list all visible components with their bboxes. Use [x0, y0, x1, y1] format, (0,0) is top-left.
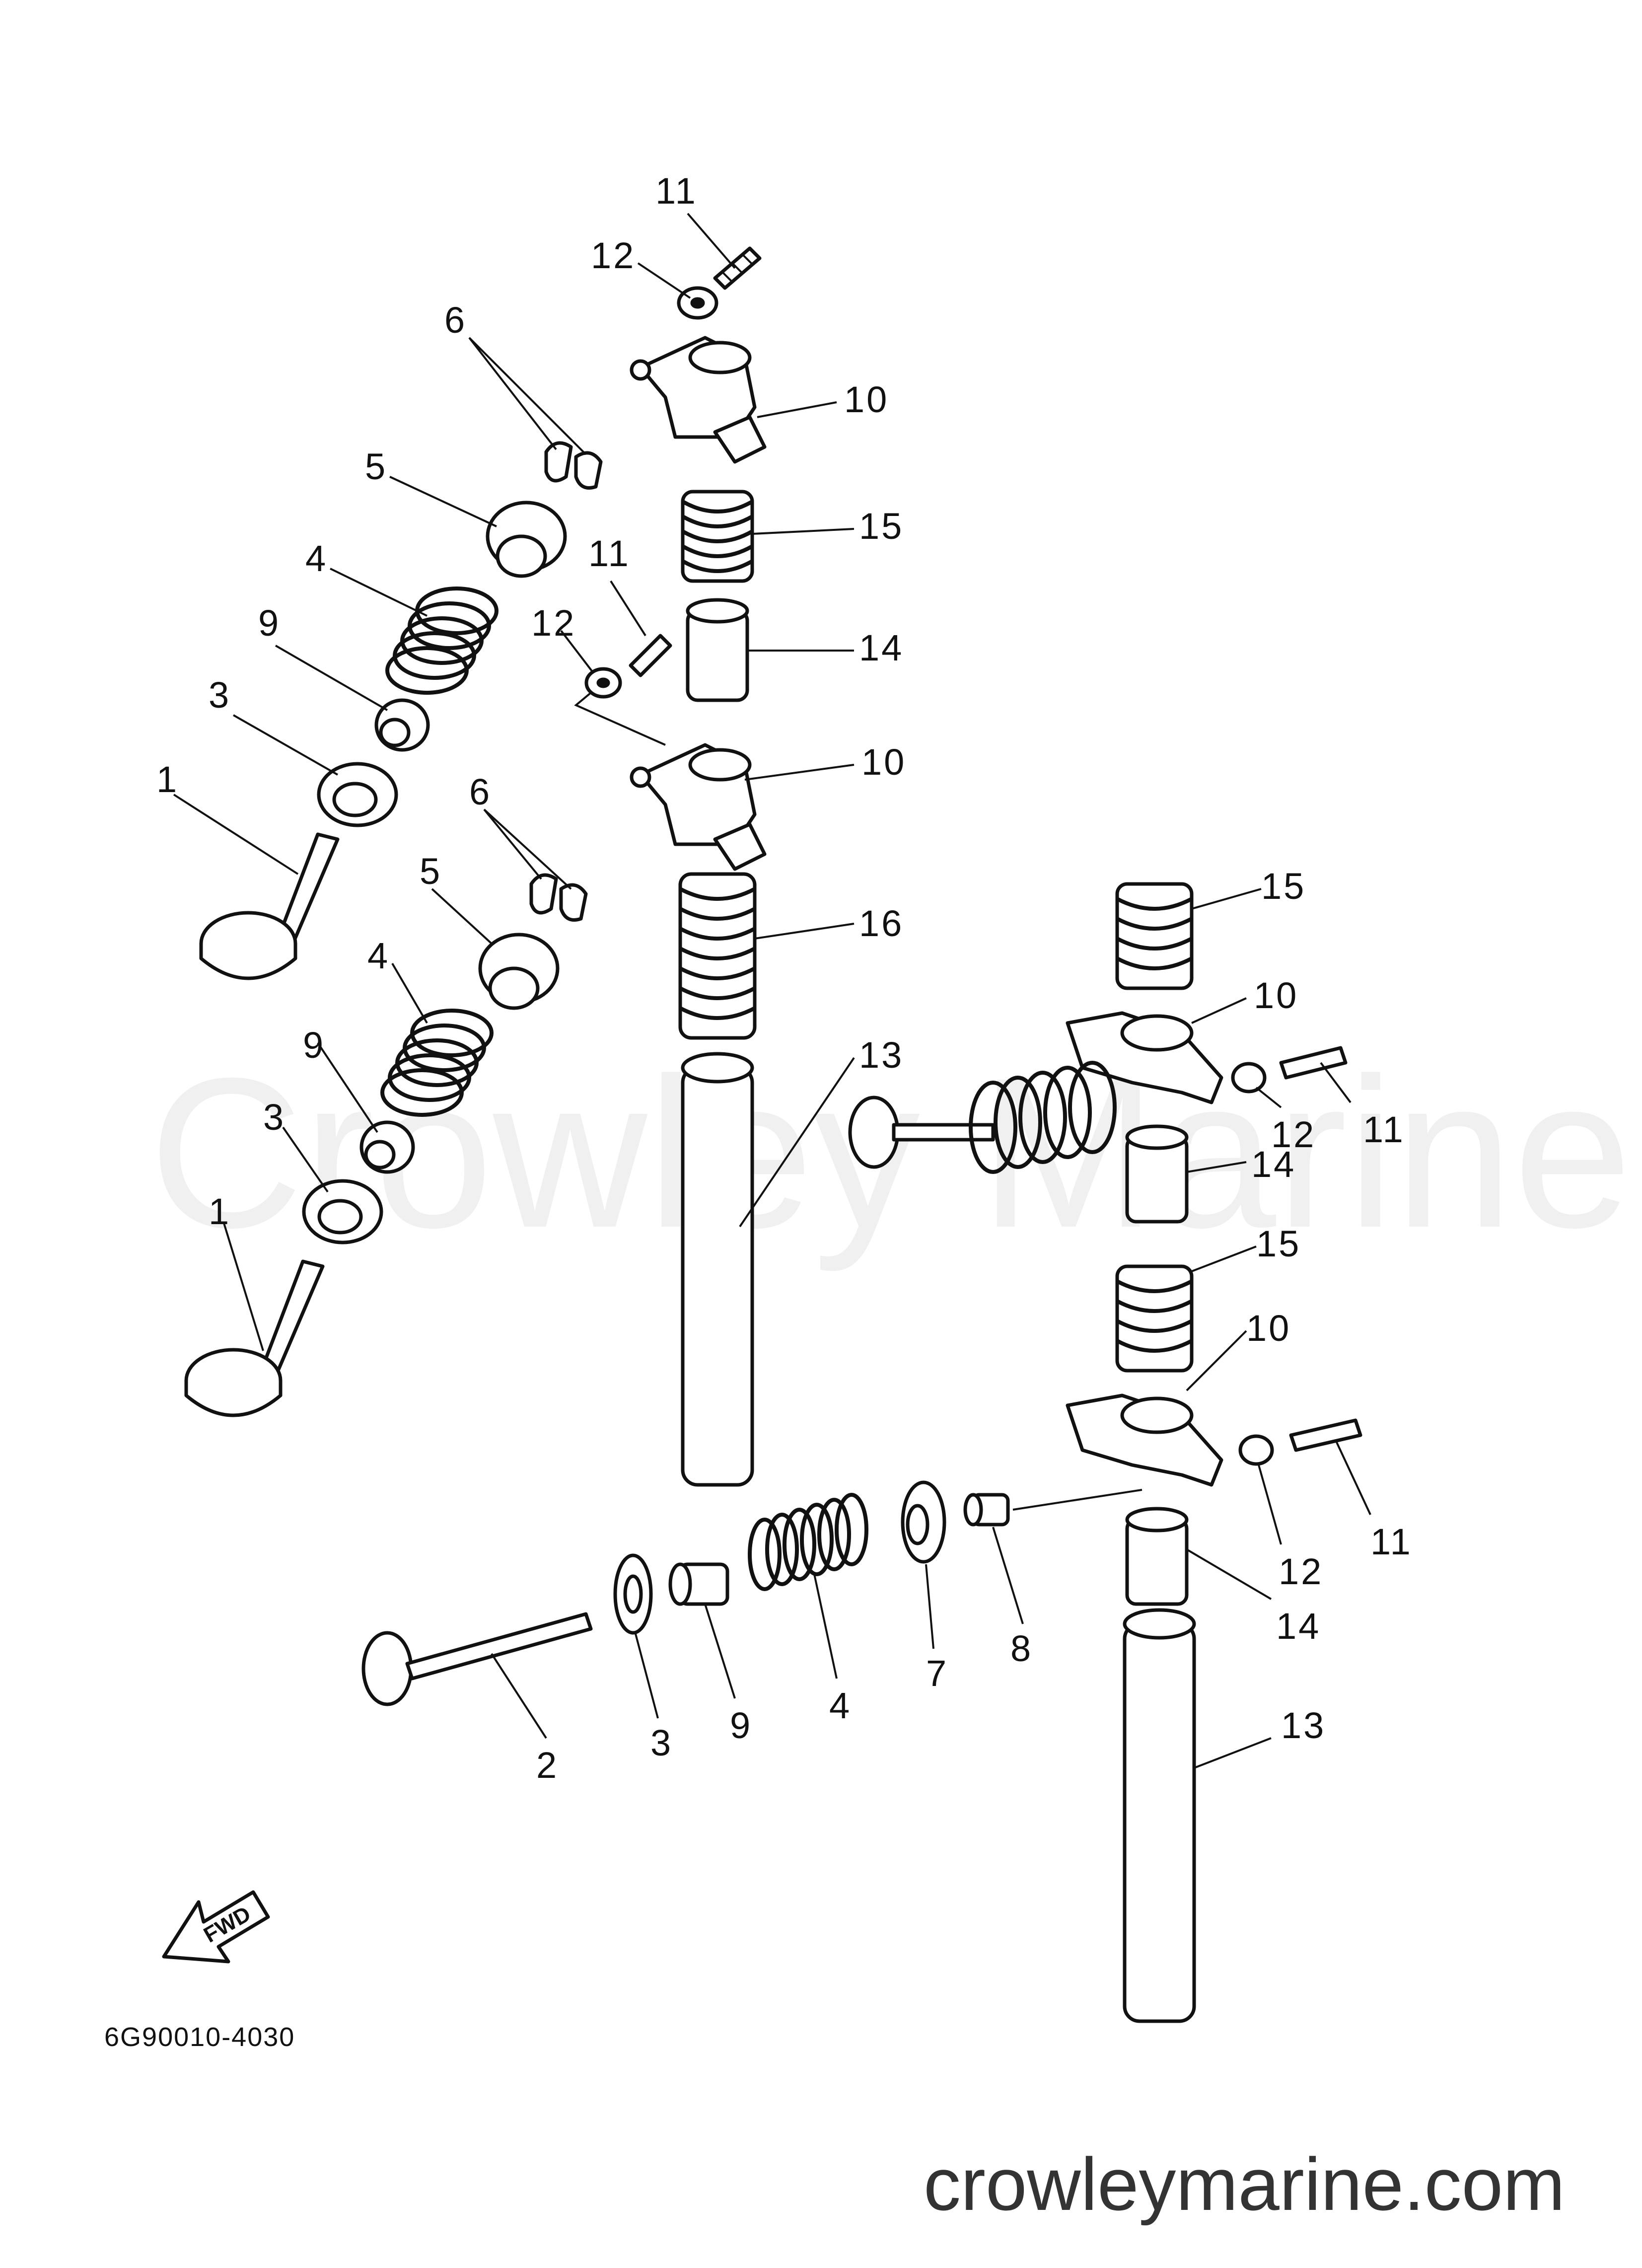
callout-3-lower: 3 [263, 1097, 286, 1138]
callout-12-right-upper: 12 [1271, 1114, 1316, 1155]
part-9-seal-lower [359, 1120, 415, 1174]
callout-6-upper: 6 [444, 299, 467, 341]
part-4-spring-lower [380, 1009, 494, 1117]
part-6-keepers-lower [529, 873, 588, 922]
part-code-label: 6G90010-4030 [104, 2022, 295, 2052]
part-13-pushrod-left [681, 1052, 754, 1487]
callout-10-top: 10 [844, 379, 889, 420]
callout-14-right-upper: 14 [1251, 1144, 1296, 1185]
callout-1-upper: 1 [156, 759, 179, 800]
part-10-rocker-arm-mid [630, 743, 767, 871]
callout-15-right-lower: 15 [1256, 1223, 1301, 1264]
part-14-sleeve-right-upper [1125, 1124, 1189, 1224]
leader-lines [173, 213, 1371, 1769]
callout-12-top: 12 [591, 235, 636, 276]
leader-rocker-link [574, 692, 666, 746]
callout-4-lower: 4 [367, 935, 390, 976]
part-3-washer-upper [317, 762, 398, 827]
part-10-rocker-arm-right-upper [1066, 1011, 1223, 1104]
callout-5-upper: 5 [365, 446, 387, 487]
callout-11-right-upper: 11 [1363, 1109, 1405, 1150]
part-1-valve-lower [184, 1259, 325, 1417]
part-11-bolt-mid [629, 634, 672, 677]
site-footer-text: crowleymarine.com [924, 2142, 1565, 2226]
part-11-bolt-right-upper [1279, 1046, 1348, 1080]
part-5-retainer-lower [478, 933, 560, 1010]
part-9-seal-bottom [668, 1562, 729, 1606]
part-14-sleeve-right-lower [1125, 1507, 1189, 1606]
callout-11-mid: 11 [588, 533, 631, 574]
callout-14-top: 14 [859, 627, 904, 668]
callout-9-upper: 9 [258, 602, 281, 644]
callout-11-right-lower: 11 [1370, 1521, 1413, 1562]
callout-7: 7 [926, 1653, 948, 1694]
part-5-retainer-upper [486, 501, 567, 578]
part-15-spring-right-lower [1115, 1264, 1194, 1373]
callout-3-bottom: 3 [650, 1722, 673, 1763]
part-10-rocker-arm-right-lower [1066, 1393, 1223, 1487]
callout-9-bottom: 9 [730, 1705, 752, 1746]
callout-10-right-lower: 10 [1246, 1308, 1291, 1349]
part-1-valve-upper [199, 832, 340, 980]
callout-10-mid: 10 [861, 741, 906, 783]
part-15-spring-top [681, 490, 754, 583]
callout-8: 8 [1010, 1628, 1033, 1669]
callout-1-lower: 1 [209, 1191, 231, 1232]
part-12-nut-right-lower [1238, 1434, 1274, 1466]
part-2-valve-horizontal [361, 1612, 593, 1706]
callout-13-right: 13 [1281, 1705, 1326, 1746]
callout-6-lower: 6 [469, 771, 492, 812]
part-6-keepers-upper [544, 441, 603, 490]
callout-12-mid: 12 [531, 602, 576, 644]
callout-13-left: 13 [859, 1034, 904, 1076]
callout-16: 16 [859, 903, 904, 944]
callout-15-right-upper: 15 [1261, 866, 1306, 907]
callout-5-lower: 5 [420, 851, 442, 892]
part-11-bolt-top [713, 246, 762, 290]
callout-2: 2 [536, 1745, 559, 1786]
callout-4-bottom: 4 [829, 1685, 852, 1726]
part-12-nut-mid [584, 667, 622, 699]
part-15-spring-right-upper [1115, 882, 1194, 990]
part-9-seal-upper [374, 698, 430, 752]
part-16-long-spring [678, 872, 757, 1040]
callout-4-upper: 4 [305, 538, 328, 579]
callout-15-top: 15 [859, 506, 904, 547]
part-10-rocker-arm-top [630, 336, 767, 464]
callout-10-right-upper: 10 [1254, 975, 1298, 1016]
part-7-retainer-bottom [901, 1480, 946, 1564]
part-valve-horizontal-assembly [848, 1061, 1117, 1174]
part-3-washer-lower [302, 1179, 383, 1244]
part-13-pushrod-right [1123, 1608, 1196, 2023]
callout-9-lower: 9 [303, 1024, 325, 1066]
part-14-sleeve-top [686, 598, 749, 702]
callout-3-upper: 3 [209, 674, 231, 716]
part-3-washer-bottom [613, 1553, 653, 1635]
leader-cap-to-rocker [1012, 1489, 1142, 1511]
part-12-nut-right-upper [1231, 1062, 1267, 1094]
part-4-spring-bottom [748, 1493, 868, 1591]
callout-11-top: 11 [655, 170, 698, 212]
callout-14-right-lower: 14 [1276, 1606, 1321, 1647]
part-12-nut-top [677, 286, 718, 320]
part-8-cap-bottom [963, 1493, 1010, 1527]
part-11-bolt-right-lower [1289, 1418, 1362, 1452]
callout-12-right-lower: 12 [1279, 1551, 1323, 1592]
fwd-arrow-icon: FWD [162, 1890, 270, 1964]
